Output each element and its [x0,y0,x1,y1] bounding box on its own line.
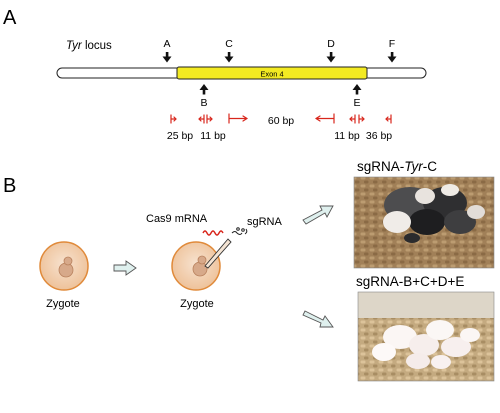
site-label-a: A [163,38,170,50]
site-arrow-f [387,52,397,63]
site-arrow-e [352,84,362,95]
site-label-b: B [200,97,207,109]
cut-arrow-right-1 [349,114,356,124]
injection-needle [204,238,232,269]
cut-arrow-left-3 [206,114,213,124]
result-2-title: sgRNA-B+C+D+E [356,274,464,289]
distance-11bp-left: 11 bp [200,130,226,142]
cut-arrow-right-3 [385,114,392,124]
cut-arrow-left-1 [170,114,177,124]
zygote-2 [171,241,221,291]
locus-word: locus [82,40,112,52]
cut-site-arrows [170,113,392,124]
distance-11bp-right: 11 bp [334,130,360,142]
site-arrow-c [224,52,234,63]
distance-25bp: 25 bp [167,130,193,142]
result-1-prefix: sgRNA- [357,159,404,174]
flow-arrow-2 [302,205,334,225]
result-1-title: sgRNA-Tyr-C [357,159,437,174]
distance-60bp: 60 bp [268,115,294,127]
panel-b-label: B [3,175,16,197]
locus-gene-name: Tyr [66,40,83,52]
exon4-label: Exon 4 [260,70,283,79]
site-arrow-a [162,52,172,63]
cut-arrow-right-2 [358,114,365,124]
cas9-mrna-label: Cas9 mRNA [146,213,208,225]
zygote-label-1: Zygote [46,298,80,310]
photo-tyr-c-mice [353,176,495,269]
site-label-f: F [389,38,395,50]
exon4-box [176,66,368,80]
flow-arrow-1 [113,260,137,276]
panel-a-label: A [3,7,17,29]
distance-36bp: 36 bp [366,130,392,142]
result-1-gene: Tyr [404,159,423,174]
cut-arrow-left-2 [198,114,205,124]
mrna-squiggle-icon [202,230,224,236]
site-label-d: D [327,38,335,50]
flow-arrow-3 [302,310,334,328]
zygote-1 [39,241,89,291]
zygote-label-2: Zygote [180,298,214,310]
sgrna-label: sgRNA [247,216,283,228]
cut-arrow-mid-right [314,113,335,124]
sgrna-molecule-icon [231,227,248,235]
locus-title: Tyr locus [66,40,112,52]
site-arrow-d [326,52,336,63]
site-arrow-b [199,84,209,95]
cut-arrow-mid-left [228,113,249,124]
site-label-e: E [353,97,360,109]
site-label-c: C [225,38,233,50]
photo-bcde-mice [357,291,495,382]
result-1-suffix: -C [423,159,437,174]
